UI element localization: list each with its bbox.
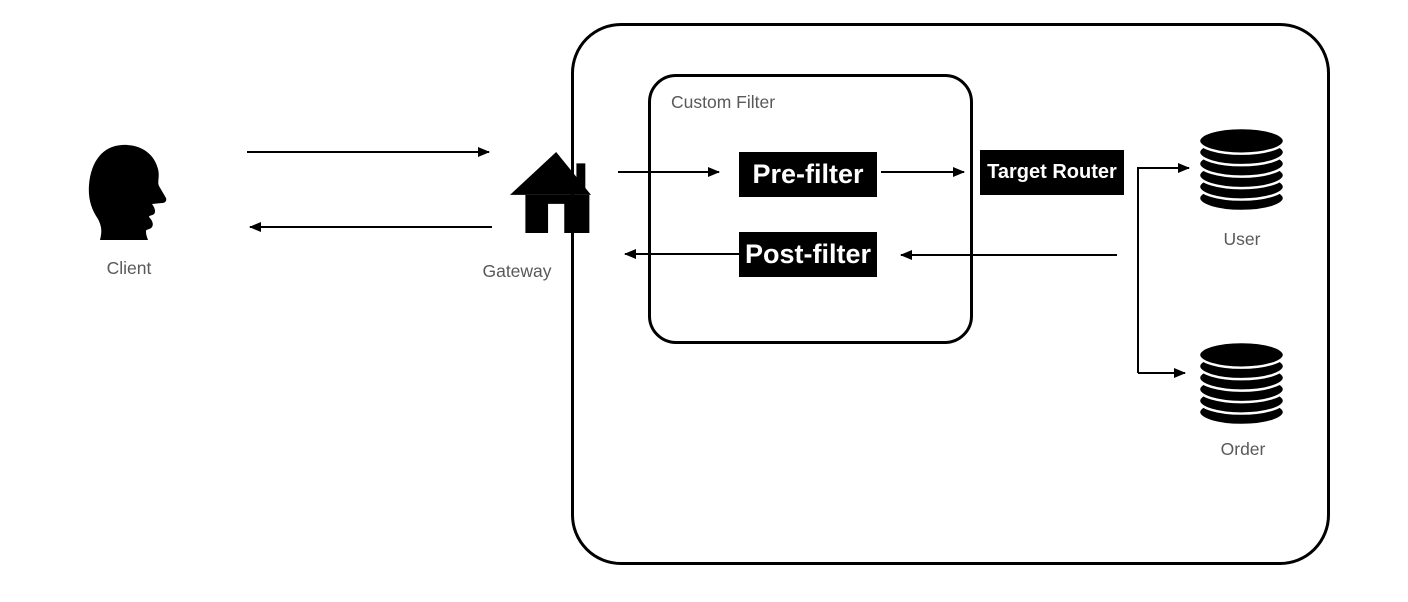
user-database-icon xyxy=(1197,127,1286,213)
custom-filter-box xyxy=(648,74,973,344)
user-db-label: User xyxy=(1223,229,1261,249)
client-label: Client xyxy=(106,258,152,278)
gateway-service-boundary-box xyxy=(571,23,1330,565)
house-icon xyxy=(510,152,591,233)
person-head-icon xyxy=(88,144,167,240)
order-db-label: Order xyxy=(1220,439,1266,459)
order-database-icon xyxy=(1197,341,1286,427)
custom-filter-label: Custom Filter xyxy=(671,92,776,112)
gateway-label: Gateway xyxy=(482,261,552,281)
post-filter-node: Post-filter xyxy=(739,232,877,277)
pre-filter-node: Pre-filter xyxy=(739,152,877,197)
target-router-node: Target Router xyxy=(980,150,1124,195)
